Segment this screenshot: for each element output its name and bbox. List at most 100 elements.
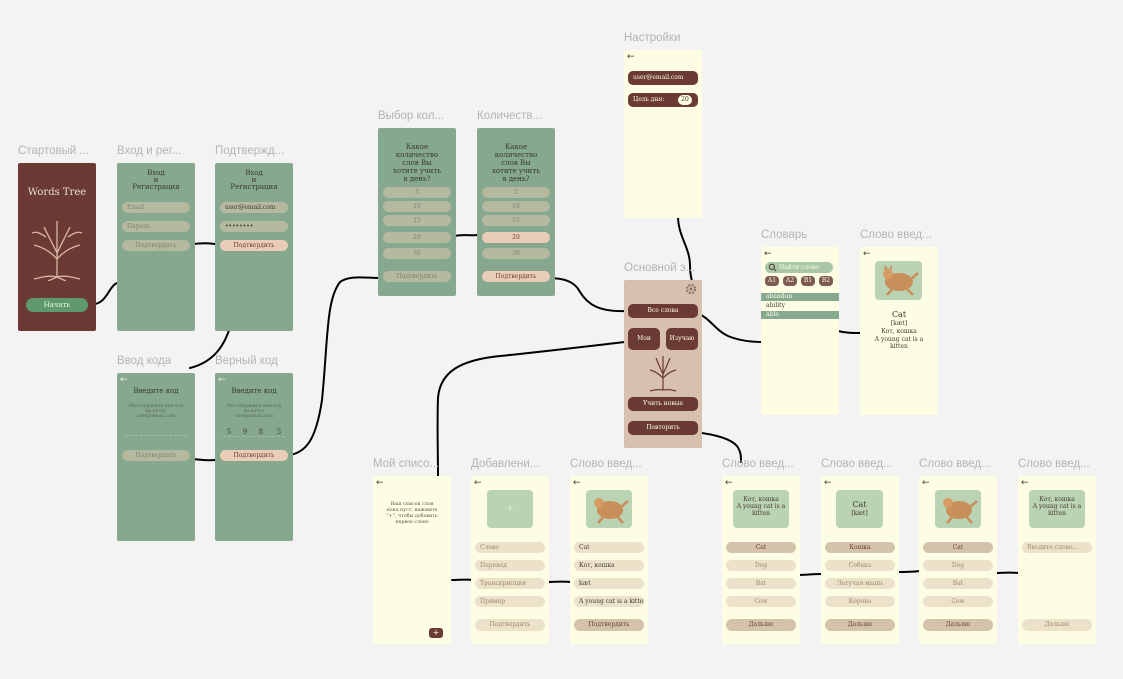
back-arrow-icon[interactable]: ← [725,478,733,488]
learning-button[interactable]: Изучаю [666,328,698,350]
confirm-button[interactable]: Подтвердить [122,240,190,251]
mine-button[interactable]: Мои [628,328,660,350]
word-input[interactable]: Слово [475,542,545,553]
translation-input[interactable]: Перевод [475,560,545,571]
back-arrow-icon[interactable]: ← [1021,478,1029,488]
settings-screen: ← user@email.com Цель дня: 20 [624,50,702,218]
goal-value[interactable]: 20 [678,95,692,105]
word-row[interactable]: abandon [761,293,839,301]
back-arrow-icon[interactable]: ← [922,478,930,488]
code-input[interactable] [125,435,187,437]
learn-new-button[interactable]: Учить новые [628,397,698,411]
example-input[interactable]: A young cat is a kitten [574,596,644,607]
transcription-input[interactable]: Транскрипция [475,578,545,589]
back-arrow-icon[interactable]: ← [474,478,482,488]
back-arrow-icon[interactable]: ← [764,249,772,259]
gear-icon[interactable] [684,282,698,296]
image-upload[interactable]: + [487,490,533,528]
transcription-input[interactable]: kæt [574,578,644,589]
level-chip[interactable]: A1 [765,276,779,286]
back-arrow-icon[interactable]: ← [120,375,128,385]
answer-option[interactable]: Bat [726,578,796,589]
email-field[interactable]: Email [122,202,190,213]
next-button[interactable]: Дальше [825,619,895,631]
level-chip[interactable]: B2 [819,276,833,286]
answer-option[interactable]: Собака [825,560,895,571]
password-field[interactable]: Пароль [122,221,190,232]
answer-option[interactable]: Cat [923,542,993,553]
example-input[interactable]: Пример [475,596,545,607]
repeat-button[interactable]: Повторить [628,421,698,435]
goal-label: Цель дня: [633,96,665,103]
all-words-button[interactable]: Все слова [628,304,698,318]
quiz-screen-4: ← Кот, кошка A young cat is a kitten Вве… [1018,476,1096,644]
answer-option[interactable]: Cow [923,596,993,607]
frame-label-settings: Настройки [624,32,681,44]
confirm-button[interactable]: Подтвердить [122,450,190,461]
count-option[interactable]: 15 [383,215,451,226]
back-arrow-icon[interactable]: ← [824,478,832,488]
next-button[interactable]: Дальше [726,619,796,631]
level-chip[interactable]: A2 [783,276,797,286]
back-arrow-icon[interactable]: ← [863,249,871,259]
level-chip[interactable]: B1 [801,276,815,286]
answer-option[interactable]: Летучая мышь [825,578,895,589]
count-option[interactable]: 10 [482,201,550,212]
count-option[interactable]: 20 [383,232,451,243]
answer-option[interactable]: Dog [923,560,993,571]
dictionary-screen: ← Найти слово A1 A2 B1 B2 abandon abilit… [761,247,839,415]
email-field[interactable]: user@email.com [220,202,288,213]
code-digit[interactable]: 9 [242,428,248,436]
count-option[interactable]: 5 [383,187,451,198]
code-digit[interactable]: 5 [276,428,282,436]
count-option-selected[interactable]: 20 [482,232,550,243]
count-question: Какое количество слов Вы хотите учить в … [491,143,541,183]
count-option[interactable]: 5 [482,187,550,198]
back-arrow-icon[interactable]: ← [218,375,226,385]
word-row[interactable]: ability [761,302,839,310]
answer-option[interactable]: Cat [726,542,796,553]
back-arrow-icon[interactable]: ← [627,52,635,62]
answer-option[interactable]: Кошка [825,542,895,553]
back-arrow-icon[interactable]: ← [573,478,581,488]
back-arrow-icon[interactable]: ← [376,478,384,488]
count-option[interactable]: 10 [383,201,451,212]
translation-input[interactable]: Кот, кошка [574,560,644,571]
quiz-card-word: Cat [852,500,867,509]
tree-icon [649,356,677,392]
confirm-button[interactable]: Подтвердить [482,271,550,282]
answer-option[interactable]: Корова [825,596,895,607]
plus-icon[interactable]: + [429,628,443,638]
quiz-card: Кот, кошка A young cat is a kitten [1029,490,1085,528]
word-title: Cat [891,310,907,319]
word-row[interactable]: able [761,311,839,319]
code-digit[interactable]: 5 [226,428,232,436]
word-input[interactable]: Cat [574,542,644,553]
email-field[interactable]: user@email.com [628,71,698,85]
count-option[interactable]: 30 [482,248,550,259]
search-input[interactable]: Найти слово [765,262,833,273]
confirm-button[interactable]: Подтвердить [574,619,644,631]
next-button[interactable]: Дальше [923,619,993,631]
confirm-button[interactable]: Подтвердить [383,271,451,282]
answer-option[interactable]: Cow [726,596,796,607]
start-button[interactable]: Начать [26,298,88,312]
count-option[interactable]: 15 [482,215,550,226]
count-chosen-screen: Какое количество слов Вы хотите учить в … [477,128,555,296]
frame-label-quiz-2: Слово введ... [821,458,893,470]
confirm-button[interactable]: Подтвердить [220,450,288,461]
count-option[interactable]: 30 [383,248,451,259]
answer-option[interactable]: Dog [726,560,796,571]
answer-option[interactable]: Bat [923,578,993,589]
frame-label-count-select: Выбор кол... [378,110,445,122]
confirm-button[interactable]: Подтвердить [220,240,288,251]
confirm-button[interactable]: Подтвердить [475,619,545,631]
quiz-card: Cat [kæt] [836,490,883,528]
code-digit[interactable]: 8 [258,428,264,436]
word-example: A young cat is a kitten [874,336,924,350]
answer-input[interactable]: Введите слово... [1022,542,1092,553]
next-button[interactable]: Дальше [1022,619,1092,631]
frame-label-quiz-3: Слово введ... [919,458,991,470]
password-field[interactable]: •••••••• [220,221,288,232]
main-screen: Все слова Мои Изучаю Учить новые Повтори… [624,280,702,448]
